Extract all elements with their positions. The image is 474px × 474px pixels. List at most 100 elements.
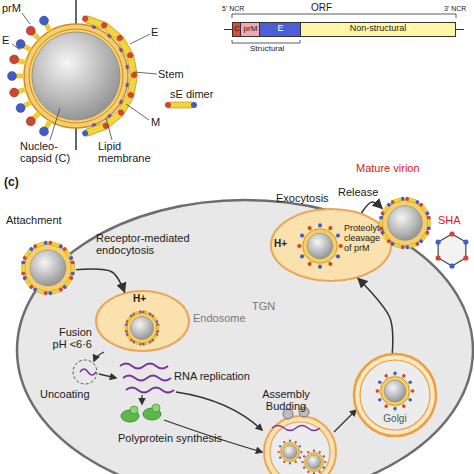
e-domain [132,340,135,343]
process-connector [362,202,383,213]
m-protein [125,65,129,69]
virion-particle [125,310,159,346]
e-domain [390,200,395,205]
e-dimer [62,275,74,290]
label-text: Lipid membrane [98,140,156,164]
orf-bracket [232,14,456,18]
e-dimer [48,287,64,295]
endosome-compartment: EndosomeH+ [95,290,190,352]
label-text: Uncoating [40,388,90,400]
label-text: sE dimer [170,88,213,100]
e-dimer [418,202,430,216]
lipid-membrane [381,377,410,406]
rna-strand [120,364,168,369]
e-domain [425,211,430,216]
e-domain [151,314,155,318]
m-protein [107,34,112,39]
e-domain [22,255,27,260]
label-text: Receptor-mediated endocytosis [96,232,200,256]
e-dimer [33,240,49,248]
nucleocapsid [388,206,423,241]
node-text: ORF [311,2,332,13]
node-text: Golgi [353,413,437,424]
e-dimer [380,230,392,244]
prm-cap [26,117,35,126]
prm-cap [393,372,396,375]
e-domain [157,323,160,326]
hexagon-outline [438,234,466,266]
label-text: Polyprotein synthesis [118,432,222,444]
se-dimer [168,102,194,108]
e-domain [116,34,124,42]
prm-cap [307,451,309,453]
prm-cap [283,461,285,463]
e-dimer [405,242,420,250]
e-domain [427,227,431,231]
er-membrane [264,416,336,474]
label-text: Structural [250,45,284,54]
e-dimer [142,310,152,315]
node-text: TGN [252,300,275,312]
e-dimer [125,314,133,323]
e-domain [405,196,410,201]
e-dimer [62,246,74,261]
prm-cap [299,457,301,459]
e-domain [149,312,152,315]
prm-cap [10,55,19,64]
label-text: E [2,34,9,46]
virion-particle [21,240,74,295]
prm-cap [319,471,321,473]
e-domain [48,240,53,245]
e-domain [386,239,391,244]
e-domain [427,216,431,220]
leader-line [130,34,150,44]
prm-cap [277,451,279,453]
e-domain [131,72,138,79]
e-dimer [48,240,64,248]
prm-cap [313,449,315,451]
label-text: Assembly Budding [258,388,314,412]
nucleocapsid [384,380,406,402]
label-text: Nucleo- capsid (C) [20,140,80,164]
prm-cap [26,26,35,35]
e-domain [125,323,128,326]
node-text: Mature virion [356,162,420,174]
e-dimer [33,287,49,295]
e-domain [58,287,63,292]
e-dimer [151,314,159,323]
virion-particle [297,223,343,269]
e-domain [390,242,395,247]
prm-cap [402,374,405,377]
lipid-membrane [24,244,72,292]
prm-cap [328,226,332,230]
e-dimer [125,323,128,333]
lipid-membrane [281,443,300,462]
prm-cap [384,374,387,377]
e-dimer [132,340,142,345]
prm-cap [336,234,340,238]
prm-cap [323,467,325,469]
e-dimer [418,230,430,244]
e-dimer [21,260,25,275]
e-domain [117,108,125,116]
lipid-membrane [303,229,337,263]
lipid-membrane-inner [29,29,123,123]
e-dimer [71,260,75,275]
prm-cap [295,441,297,443]
node-text: SHA [438,214,461,226]
hexagon-particle: SHA [434,232,470,268]
prm-cap [411,389,414,392]
e-domain [139,310,142,313]
e-domain [68,275,73,280]
lipid-membrane [382,200,428,246]
label-text: prM [2,2,21,14]
virion-model [8,14,139,137]
e-domain [380,230,385,235]
host-cell [17,200,473,474]
e-dimer [405,196,420,204]
label-text: Release [338,186,378,198]
nucleocapsid [283,445,297,459]
lipid-membrane [305,453,324,472]
virion-particle [301,449,326,474]
